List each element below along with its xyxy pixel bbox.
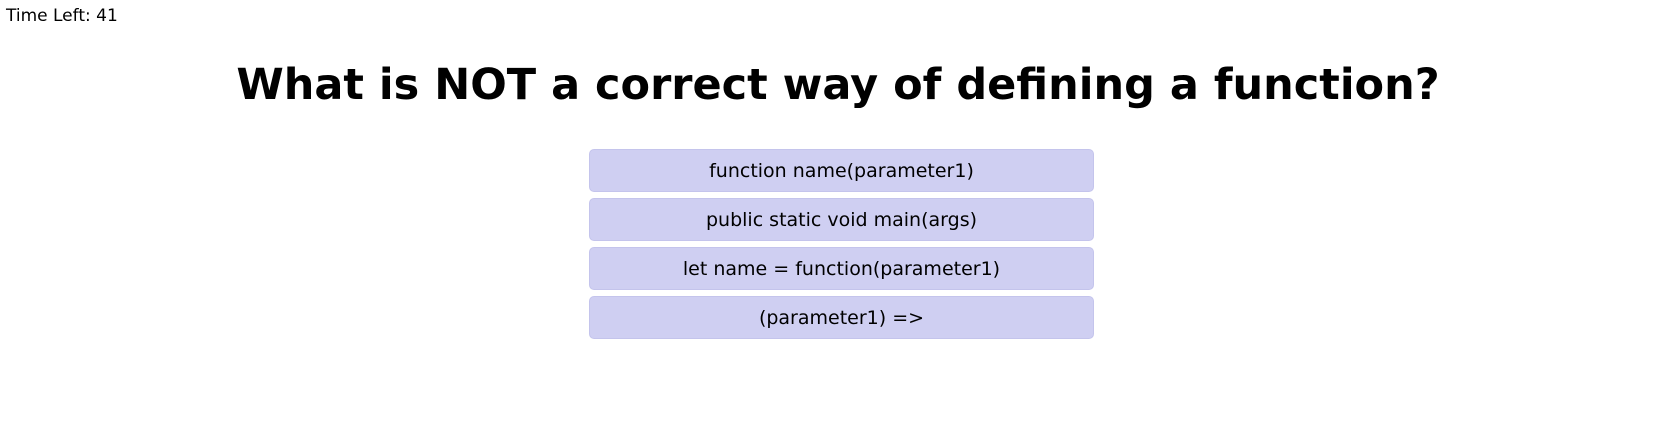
answer-button-2[interactable]: public static void main(args) [589,198,1094,241]
answer-button-4[interactable]: (parameter1) => [589,296,1094,339]
answer-list: function name(parameter1) public static … [589,149,1094,339]
answer-button-3[interactable]: let name = function(parameter1) [589,247,1094,290]
question-heading: What is NOT a correct way of defining a … [236,60,1440,110]
answer-button-1[interactable]: function name(parameter1) [589,149,1094,192]
timer-label: Time Left: 41 [6,6,118,26]
